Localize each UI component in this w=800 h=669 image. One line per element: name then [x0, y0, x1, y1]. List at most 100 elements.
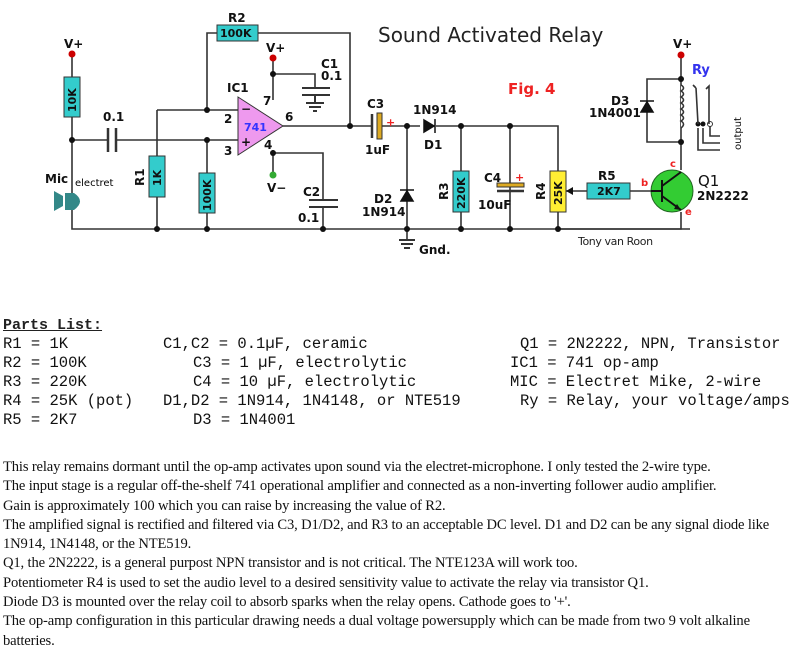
d3-label: D3 [611, 94, 629, 108]
r4-value: 25K [552, 181, 565, 205]
vminus-terminal [269, 171, 277, 179]
q1-label: Q1 [698, 172, 719, 190]
figure-label: Fig. 4 [508, 80, 555, 98]
description-paragraph: The input stage is a regular off-the-she… [3, 478, 717, 495]
d1-label: D1 [424, 138, 442, 152]
vplus-label: V+ [673, 37, 692, 51]
output-label: output [733, 117, 744, 150]
c4-value: 10uF [478, 198, 511, 212]
resistor-10k [63, 76, 81, 118]
r1-value: 1K [151, 169, 164, 186]
description-paragraph: Diode D3 is mounted over the relay coil … [3, 594, 571, 611]
gnd-label: Gnd. [419, 243, 451, 257]
pin-4: 4 [264, 138, 272, 152]
c3-value: 1uF [365, 143, 390, 157]
capacitor-input [106, 128, 118, 152]
resistor-r5 [586, 182, 631, 200]
diagram-title: Sound Activated Relay [378, 23, 603, 47]
diode-d3 [639, 100, 655, 113]
ic1-label: IC1 [227, 81, 249, 95]
part-ry: Ry = Relay, your voltage/amps [520, 392, 790, 410]
resistor-100k [198, 172, 216, 214]
pin-7: 7 [263, 94, 271, 108]
base-label: b [641, 178, 648, 189]
c3-plus: + [386, 116, 395, 129]
capacitor-c3 [376, 112, 383, 140]
q1-type: 2N2222 [697, 189, 749, 203]
opamp-value: 741 [244, 121, 267, 134]
c2-label: C2 [303, 185, 320, 199]
c1-label: C1 [321, 57, 338, 71]
c3-label: C3 [367, 97, 384, 111]
c4-label: C4 [484, 171, 501, 185]
mic-label: Mic [45, 172, 68, 186]
part-r3: R3 = 220K [3, 373, 87, 391]
r2-value: 100K [220, 27, 252, 40]
description: This relay remains dormant until the op-… [3, 458, 800, 651]
capacitor-c2 [309, 199, 338, 208]
vplus-terminal [68, 50, 76, 58]
pin-6: 6 [285, 110, 293, 124]
pin-3: 3 [224, 144, 232, 158]
r2-label: R2 [228, 11, 246, 25]
c4-plus: + [515, 171, 524, 184]
author-credit: Tony van Roon [577, 235, 653, 248]
r1-label: R1 [133, 168, 147, 186]
c1-value: 0.1 [321, 69, 342, 83]
description-paragraph: The op-amp configuration in this particu… [3, 613, 750, 649]
part-c3: C3 = 1 µF, electrolytic [193, 354, 407, 372]
part-q1: Q1 = 2N2222, NPN, Transistor [520, 335, 781, 353]
inverting-sign: − [241, 102, 251, 116]
part-r2: R2 = 100K [3, 354, 87, 372]
d2-label: D2 [374, 192, 392, 206]
capacitor-c1 [302, 87, 330, 112]
vplus-terminal [269, 54, 277, 62]
d1-type: 1N914 [413, 103, 456, 117]
r3-value: 220K [455, 177, 468, 209]
ground-icon [399, 239, 415, 249]
d2-type: 1N914 [362, 205, 405, 219]
description-paragraph: The amplified signal is rectified and fi… [3, 516, 770, 553]
part-d1d2: D1,D2 = 1N914, 1N4148, or NTE519 [163, 392, 461, 410]
r4-label: R4 [534, 182, 548, 200]
diode-d1 [423, 118, 436, 134]
part-c1c2: C1,C2 = 0.1µF, ceramic [163, 335, 368, 353]
resistor-100k-value: 100K [201, 179, 214, 211]
relay-label: Ry [692, 63, 710, 78]
description-paragraph: Gain is approximately 100 which you can … [3, 497, 446, 514]
collector-label: c [670, 159, 676, 170]
capacitor-c4 [496, 182, 525, 188]
noninverting-sign: + [241, 135, 251, 149]
part-d3: D3 = 1N4001 [193, 411, 296, 429]
part-r4: R4 = 25K (pot) [3, 392, 134, 410]
part-ic1: IC1 = 741 op-amp [510, 354, 659, 372]
part-r5: R5 = 2K7 [3, 411, 78, 429]
r5-label: R5 [598, 169, 616, 183]
vplus-label: V+ [266, 41, 285, 55]
relay-contacts [692, 84, 710, 125]
vplus-terminal [677, 51, 685, 59]
part-mic: MIC = Electret Mike, 2-wire [510, 373, 762, 391]
r5-value: 2K7 [597, 185, 621, 198]
electret-label: electret [75, 178, 114, 189]
part-c4: C4 = 10 µF, electrolytic [193, 373, 417, 391]
potentiometer-r4 [549, 170, 567, 213]
vplus-label: V+ [64, 37, 83, 51]
resistor-r2 [216, 24, 259, 42]
opamp-ic1 [237, 96, 284, 156]
diode-d2 [399, 189, 415, 202]
resistor-10k-value: 10K [66, 88, 79, 112]
vminus-label: V− [267, 181, 286, 195]
resistor-r1 [148, 155, 166, 198]
emitter-arrow-icon [674, 204, 681, 210]
description-paragraph: This relay remains dormant until the op-… [3, 459, 711, 475]
wiper-arrow-icon [566, 187, 573, 195]
emitter-label: e [685, 207, 692, 218]
relay-coil [679, 84, 685, 129]
pin-2: 2 [224, 112, 232, 126]
schematic: V+ V+ V+ V− 10K 1K R1 100K 100K R2 220K … [45, 11, 749, 257]
d3-type: 1N4001 [589, 106, 641, 120]
microphone-icon [54, 191, 80, 211]
description-paragraph: Potentiometer R4 is used to set the audi… [3, 574, 649, 591]
